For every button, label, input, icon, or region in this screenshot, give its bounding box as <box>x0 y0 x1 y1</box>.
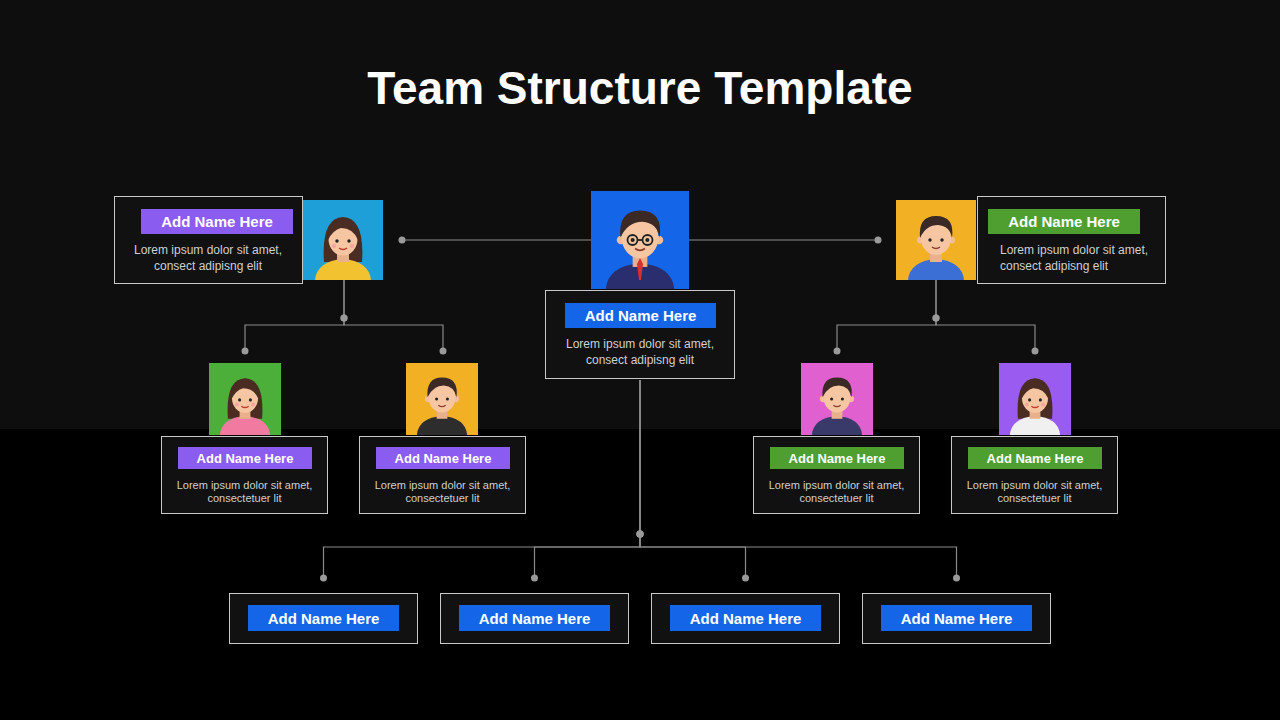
connector-dot <box>637 531 644 538</box>
avatar <box>999 363 1071 435</box>
name-label: Add Name Here <box>881 605 1032 631</box>
connector-line <box>402 240 591 241</box>
connector-dot <box>933 315 940 322</box>
avatar <box>303 200 383 280</box>
connector-line <box>324 380 641 578</box>
avatar <box>591 191 689 289</box>
connector-dot <box>320 575 327 582</box>
name-label: Add Name Here <box>459 605 610 631</box>
member-description: Lorem ipsum dolor sit amet, consect adip… <box>560 336 720 368</box>
connector-line <box>640 380 746 578</box>
connector-line <box>535 380 641 578</box>
connector-dot <box>933 315 940 322</box>
connector-dot <box>875 237 882 244</box>
connector-dot <box>1032 348 1039 355</box>
diagram-title: Team Structure Template <box>0 60 1280 116</box>
connector-dot <box>834 348 841 355</box>
connector-dot <box>637 531 644 538</box>
connector-dot <box>953 575 960 582</box>
member-description: Lorem ipsum dolor sit amet, consectetuer… <box>761 479 912 505</box>
connector-line <box>344 280 443 351</box>
connector-dot <box>242 348 249 355</box>
avatar <box>406 363 478 435</box>
member-description: Lorem ipsum dolor sit amet, consect adip… <box>1000 242 1160 274</box>
member-node: Add Name Here <box>229 593 418 644</box>
avatar <box>896 200 976 280</box>
connector-line <box>936 280 1035 351</box>
name-label: Add Name Here <box>988 209 1140 234</box>
connector-dot <box>742 575 749 582</box>
name-label: Add Name Here <box>141 209 293 234</box>
name-label: Add Name Here <box>670 605 821 631</box>
member-node: Add Name Here <box>440 593 629 644</box>
member-description: Lorem ipsum dolor sit amet, consectetuer… <box>367 479 518 505</box>
connector-line <box>689 240 878 241</box>
connector-line <box>245 280 344 351</box>
connector-line <box>640 380 957 578</box>
connector-dot <box>637 531 644 538</box>
name-label: Add Name Here <box>376 447 510 469</box>
name-label: Add Name Here <box>565 303 716 328</box>
member-description: Lorem ipsum dolor sit amet, consectetuer… <box>959 479 1110 505</box>
connector-dot <box>341 315 348 322</box>
connector-dot <box>399 237 406 244</box>
name-label: Add Name Here <box>248 605 399 631</box>
avatar <box>801 363 873 435</box>
connector-dot <box>637 531 644 538</box>
connector-dot <box>341 315 348 322</box>
member-description: Lorem ipsum dolor sit amet, consect adip… <box>128 242 288 274</box>
connector-dot <box>531 575 538 582</box>
name-label: Add Name Here <box>178 447 312 469</box>
connector-dot <box>440 348 447 355</box>
member-description: Lorem ipsum dolor sit amet, consectetuer… <box>169 479 320 505</box>
name-label: Add Name Here <box>770 447 904 469</box>
name-label: Add Name Here <box>968 447 1102 469</box>
connector-line <box>837 280 936 351</box>
member-node: Add Name Here <box>862 593 1051 644</box>
avatar <box>209 363 281 435</box>
member-node: Add Name Here <box>651 593 840 644</box>
